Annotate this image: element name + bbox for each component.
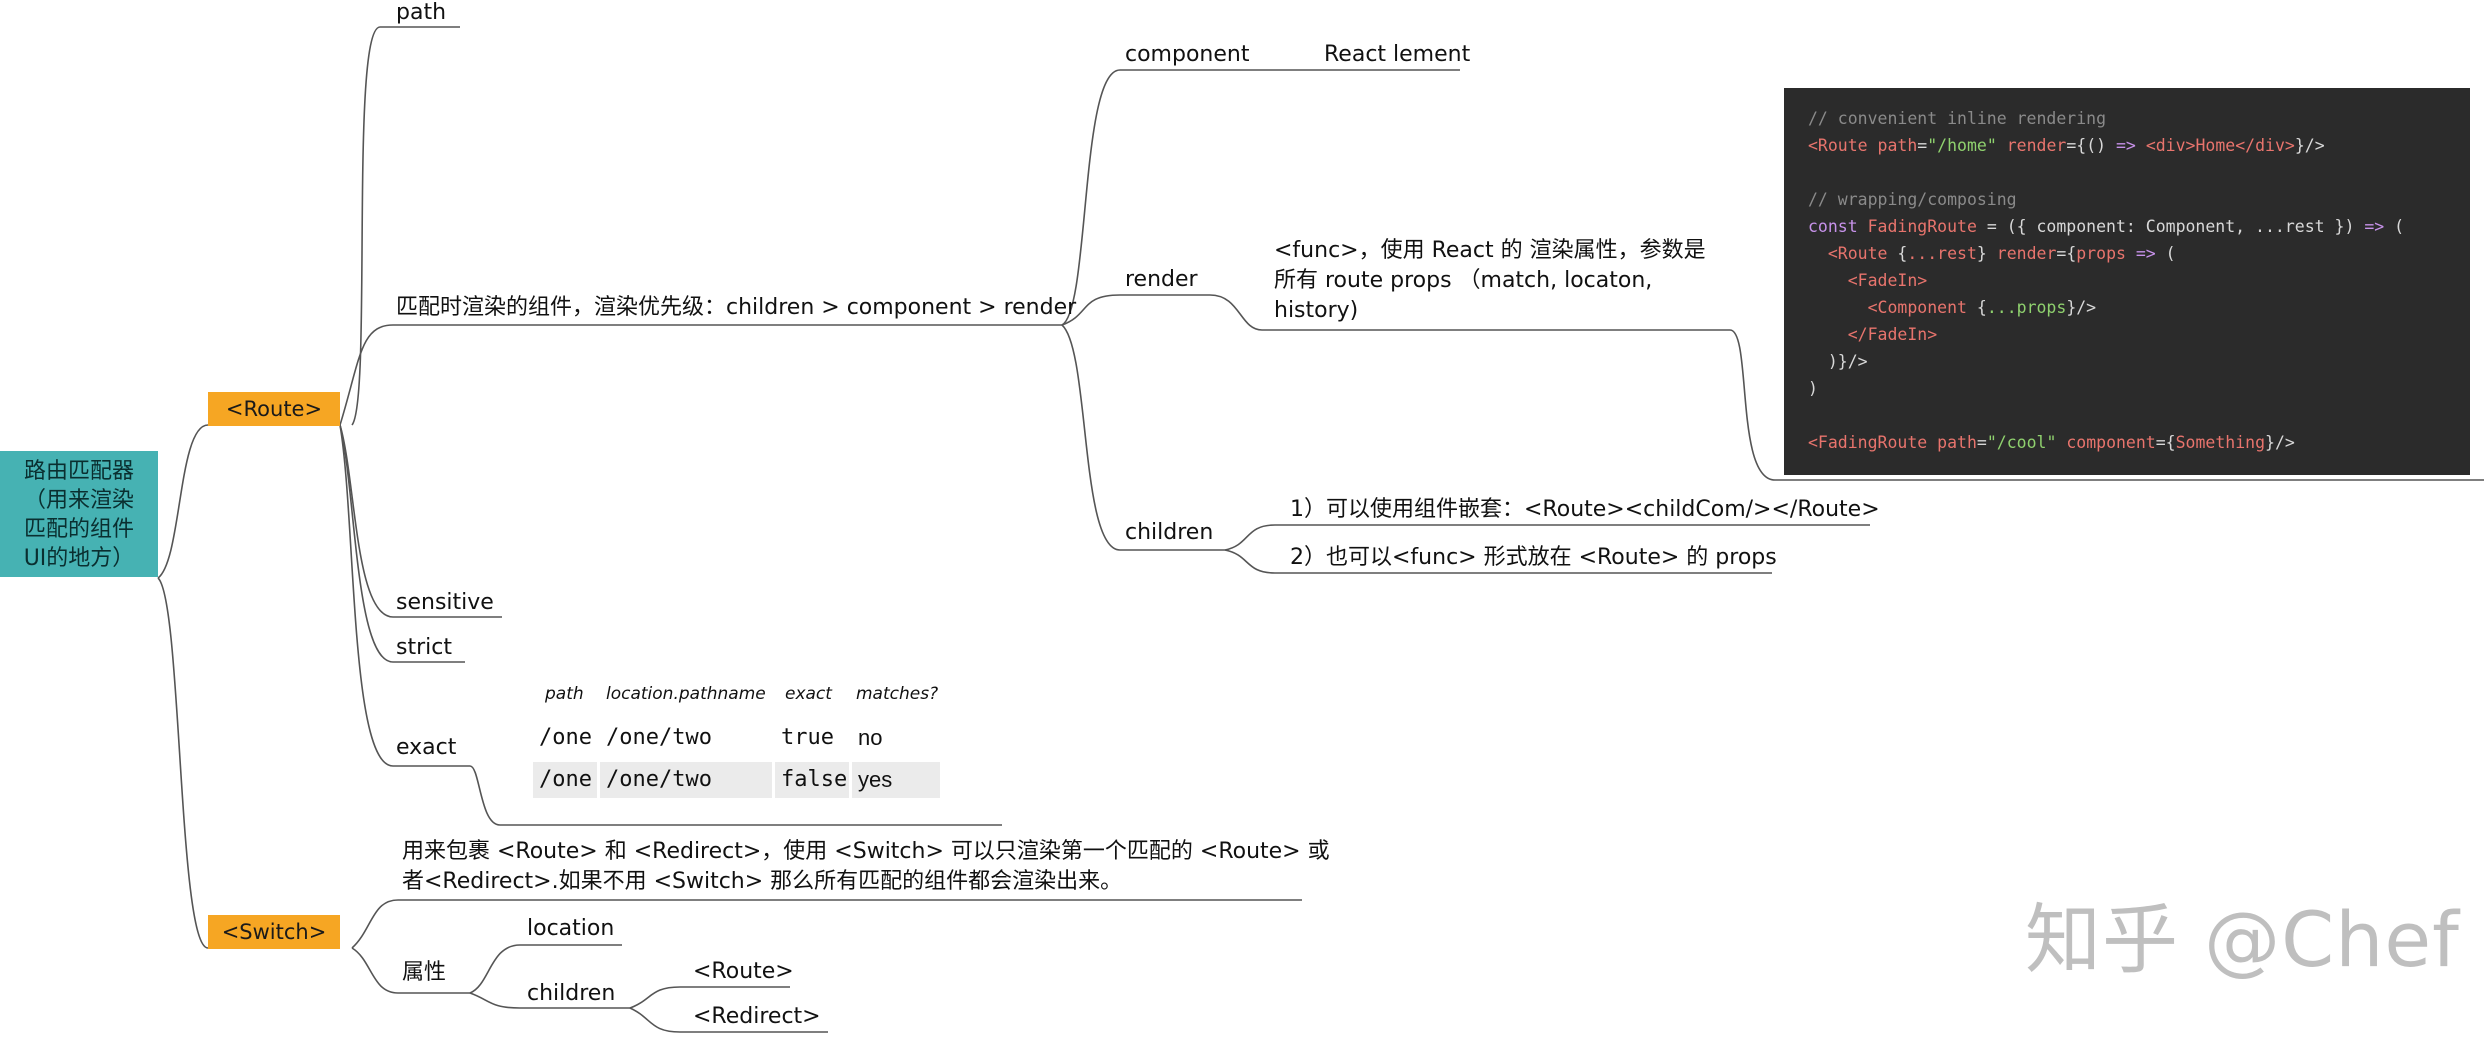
- switch-desc-line: 者<Redirect>.如果不用 <Switch> 那么所有匹配的组件都会渲染出…: [402, 869, 1123, 894]
- code-line: <Route path="/home" render={() => <div>H…: [1808, 136, 2325, 155]
- table-cell: yes: [852, 762, 940, 798]
- code-example-block: // convenient inline rendering <Route pa…: [1784, 88, 2470, 475]
- switch-desc-line: 用来包裹 <Route> 和 <Redirect>，使用 <Switch> 可以…: [402, 839, 1330, 864]
- code-line: )}/>: [1808, 352, 1868, 371]
- code-line: <FadeIn>: [1847, 271, 1928, 290]
- render-priority-node: 匹配时渲染的组件，渲染优先级：children > component > re…: [396, 295, 1077, 320]
- root-node: 路由匹配器 （用来渲染 匹配的组件 UI的地方）: [0, 451, 158, 577]
- render-desc-line: 所有 route props （match, locaton,: [1274, 268, 1653, 293]
- table-cell: /one/two: [600, 762, 772, 798]
- root-line: （用来渲染: [23, 488, 134, 513]
- table-cell: /one/two: [606, 725, 712, 750]
- root-line: UI的地方）: [23, 546, 135, 571]
- render-node: render: [1125, 267, 1198, 292]
- code-line: [1808, 402, 2470, 429]
- code-line: ): [1808, 379, 1818, 398]
- table-cell: /one: [539, 725, 592, 750]
- table-cell: false: [775, 762, 849, 798]
- root-line: 匹配的组件: [23, 517, 134, 542]
- table-header: path: [545, 684, 584, 704]
- props-node: 属性: [402, 960, 447, 985]
- path-node: path: [396, 0, 447, 25]
- strict-node: strict: [396, 635, 452, 660]
- code-line: [1808, 159, 2470, 186]
- code-comment: // wrapping/composing: [1808, 190, 2017, 209]
- switch-children-item: <Route>: [693, 959, 794, 984]
- code-line: <FadingRoute path="/cool" component={Som…: [1808, 433, 2295, 452]
- switch-children-item: <Redirect>: [693, 1004, 821, 1029]
- sensitive-node: sensitive: [396, 590, 494, 615]
- render-desc-line: <func>，使用 React 的 渲染属性，参数是: [1274, 238, 1706, 263]
- location-node: location: [527, 916, 615, 941]
- table-cell: true: [781, 725, 834, 750]
- root-line: 路由匹配器: [23, 459, 134, 484]
- table-header: matches?: [856, 684, 939, 704]
- table-cell: /one: [533, 762, 597, 798]
- children-item: 1）可以使用组件嵌套：<Route><childCom/></Route>: [1290, 497, 1880, 522]
- route-tag-node: <Route>: [208, 392, 340, 426]
- table-header: location.pathname: [606, 684, 766, 704]
- render-desc-line: history): [1274, 298, 1359, 323]
- component-node: component: [1125, 42, 1250, 67]
- code-line: const FadingRoute = ({ component: Compon…: [1808, 217, 2405, 236]
- switch-tag-node: <Switch>: [208, 915, 340, 949]
- table-cell: no: [858, 725, 883, 750]
- watermark: 知乎 @Chef: [2025, 895, 2460, 984]
- code-line: <Component {...props}/>: [1867, 298, 2097, 317]
- code-line: </FadeIn>: [1847, 325, 1938, 344]
- component-value-node: React lement: [1324, 42, 1471, 67]
- children-node: children: [1125, 520, 1214, 545]
- switch-children-node: children: [527, 981, 616, 1006]
- code-line: <Route {...rest} render={props => (: [1827, 244, 2176, 263]
- exact-node: exact: [396, 735, 457, 760]
- code-comment: // convenient inline rendering: [1808, 109, 2107, 128]
- children-item: 2）也可以<func> 形式放在 <Route> 的 props: [1290, 545, 1777, 570]
- table-header: exact: [785, 684, 832, 704]
